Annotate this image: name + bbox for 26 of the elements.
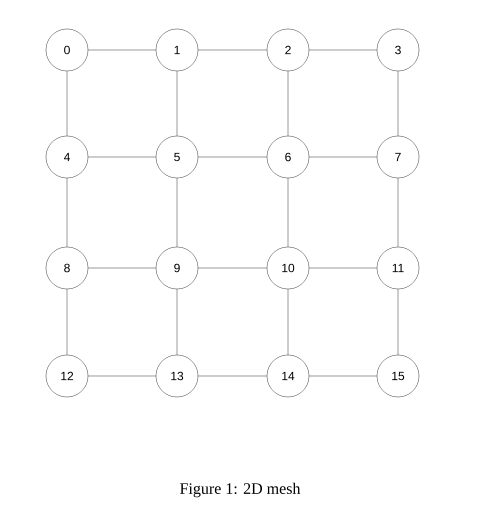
mesh-node: 12 — [46, 354, 88, 398]
mesh-node: 8 — [46, 246, 88, 290]
mesh-node: 3 — [376, 28, 420, 72]
connector-line — [66, 289, 68, 355]
mesh-node: 5 — [156, 136, 198, 178]
mesh-node: 4 — [46, 136, 88, 178]
connector-line — [198, 156, 267, 158]
mesh-node: 7 — [376, 136, 420, 178]
mesh-node: 6 — [266, 136, 310, 178]
connector-line — [176, 289, 178, 355]
mesh-node: 2 — [266, 28, 310, 72]
mesh-node: 9 — [156, 246, 198, 290]
figure-caption: Figure 1: 2D mesh — [180, 482, 300, 498]
mesh-node: 14 — [266, 354, 310, 398]
mesh-node: 10 — [266, 246, 310, 290]
mesh-node: 13 — [156, 354, 198, 398]
mesh-node: 15 — [376, 354, 420, 398]
connector-line — [66, 71, 68, 136]
mesh-node: 0 — [46, 28, 88, 72]
mesh-node: 1 — [156, 28, 198, 72]
mesh-node: 11 — [376, 246, 420, 290]
connector-line — [309, 156, 377, 158]
connector-line — [176, 71, 178, 136]
connector-line — [88, 156, 156, 158]
connector-line — [176, 178, 178, 247]
connector-line — [66, 178, 68, 247]
